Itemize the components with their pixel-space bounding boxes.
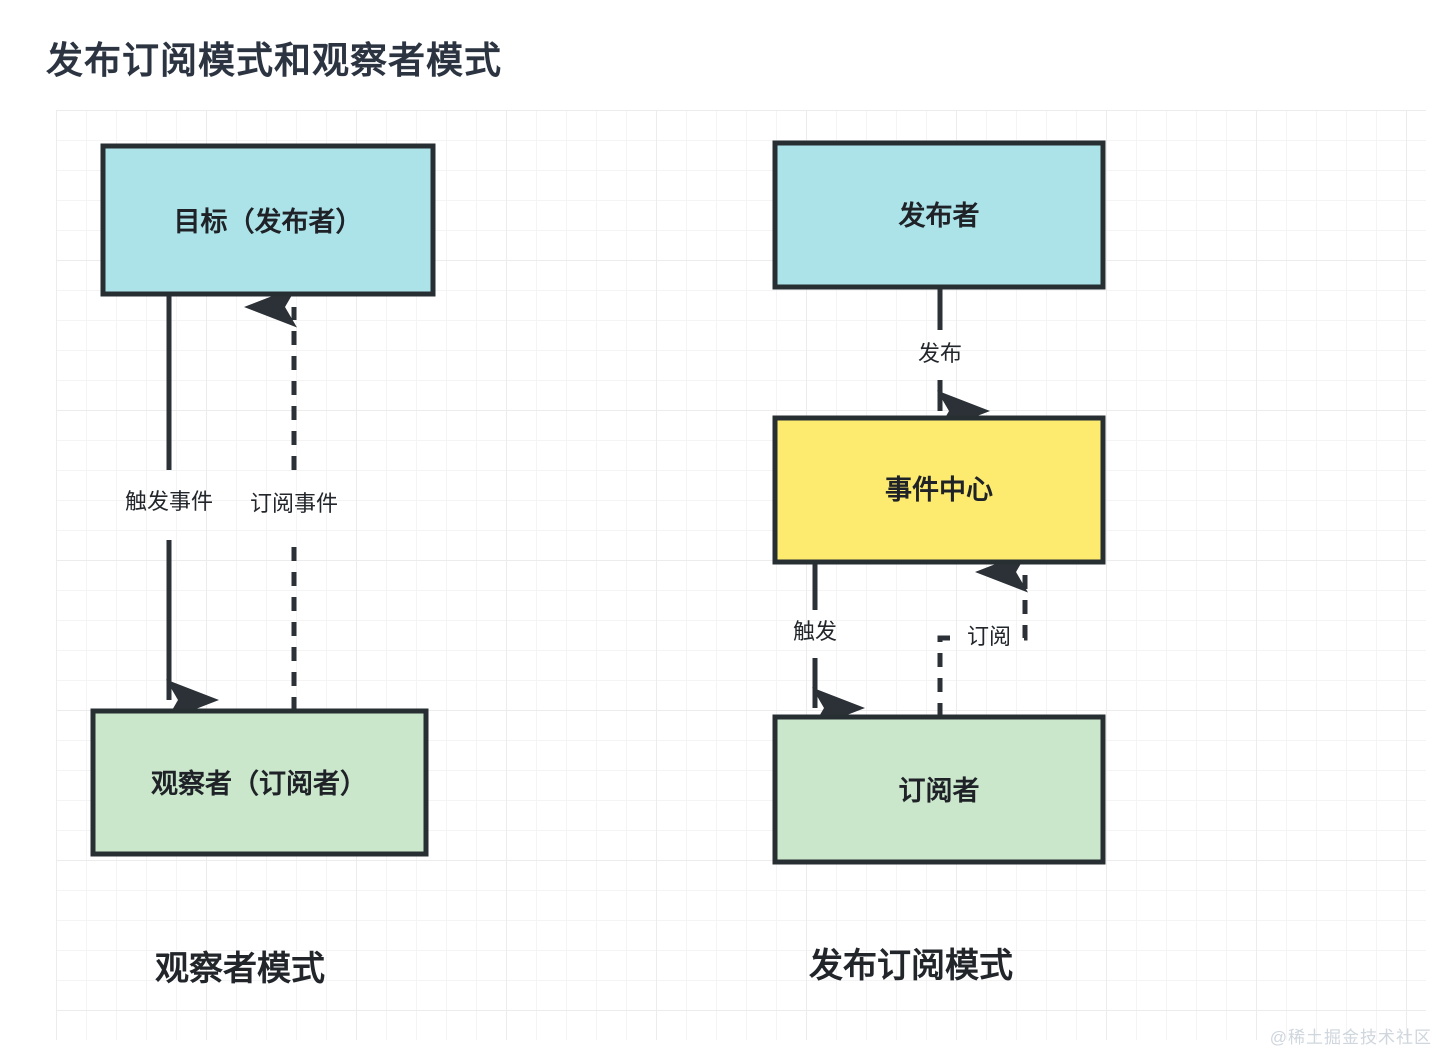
- node-subscriber-label: 订阅者: [899, 776, 980, 806]
- node-target-publisher[interactable]: 目标（发布者）: [100, 143, 436, 297]
- node-subscriber[interactable]: 订阅者: [772, 714, 1106, 865]
- node-target-publisher-box: [100, 143, 436, 297]
- page-title: 发布订阅模式和观察者模式: [46, 40, 502, 81]
- edge-label-subscribe-event: 订阅事件: [250, 491, 338, 516]
- edge-label-trigger: 触发: [793, 619, 837, 644]
- caption-pubsub-pattern: 发布订阅模式: [809, 947, 1013, 985]
- node-observer-subscriber-label: 观察者（订阅者）: [151, 768, 367, 799]
- node-subscriber-box: [772, 714, 1106, 865]
- node-publisher[interactable]: 发布者: [772, 140, 1106, 290]
- node-publisher-label: 发布者: [898, 200, 980, 231]
- node-publisher-box: [772, 140, 1106, 290]
- watermark: @稀土掘金技术社区: [1269, 1028, 1432, 1047]
- node-observer-subscriber-box: [90, 708, 429, 857]
- node-event-center[interactable]: 事件中心: [772, 415, 1106, 565]
- edge-label-trigger-event: 触发事件: [125, 489, 213, 514]
- node-target-publisher-label: 目标（发布者）: [174, 206, 363, 237]
- edge-trigger: 触发: [793, 562, 865, 729]
- edge-trigger-event: 触发事件: [125, 294, 219, 721]
- edge-subscribe-event: 订阅事件: [244, 286, 338, 711]
- node-event-center-label: 事件中心: [885, 475, 993, 505]
- edge-label-publish: 发布: [918, 341, 962, 366]
- node-observer-subscriber[interactable]: 观察者（订阅者）: [90, 708, 429, 857]
- caption-observer-pattern: 观察者模式: [155, 950, 325, 988]
- node-event-center-box: [772, 415, 1106, 565]
- edge-subscribe: 订阅: [937, 551, 1028, 717]
- edge-publish: 发布: [918, 287, 990, 432]
- edge-label-subscribe: 订阅: [967, 624, 1011, 649]
